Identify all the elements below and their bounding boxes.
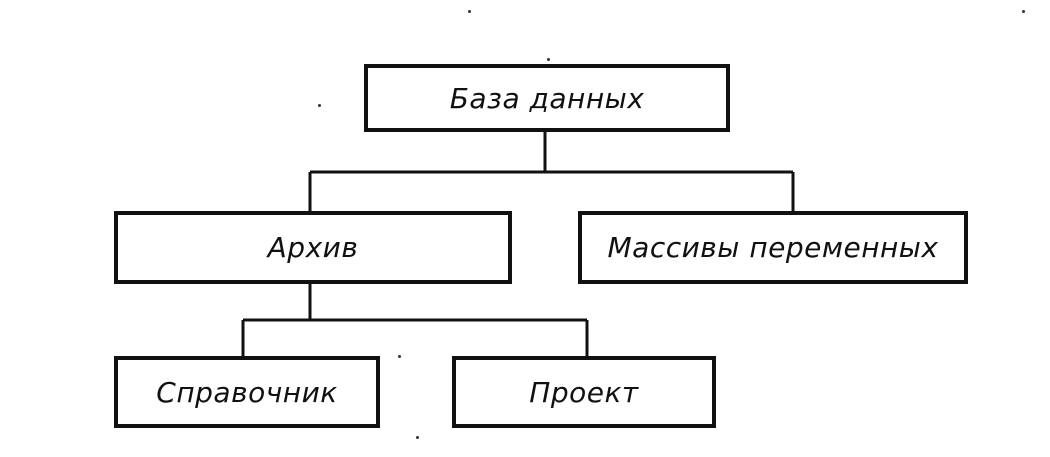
node-variable-arrays: Массивы переменных <box>578 211 968 284</box>
node-database-label: База данных <box>449 81 645 115</box>
node-archive: Архив <box>114 211 512 284</box>
node-reference-book-label: Справочник <box>156 375 338 409</box>
scan-speck <box>398 355 401 358</box>
node-project: Проект <box>452 356 716 428</box>
node-database: База данных <box>364 64 730 132</box>
scan-speck <box>416 436 419 439</box>
node-reference-book: Справочник <box>114 356 380 428</box>
scan-speck <box>547 58 550 61</box>
scan-speck <box>468 10 471 13</box>
node-project-label: Проект <box>529 375 639 409</box>
scan-speck <box>318 104 321 107</box>
node-variable-arrays-label: Массивы переменных <box>607 231 939 264</box>
node-archive-label: Архив <box>267 231 359 264</box>
scan-speck <box>1022 10 1025 13</box>
